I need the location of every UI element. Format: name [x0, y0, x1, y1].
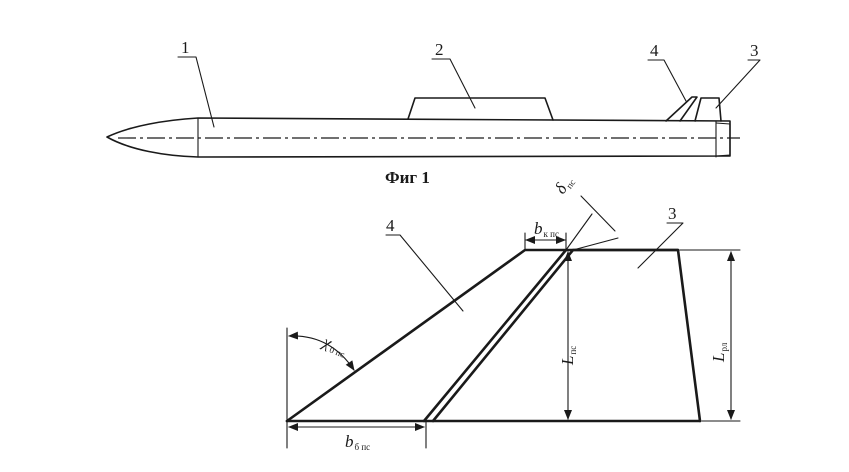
tail-strake-side — [665, 96, 698, 122]
figure-2-fin-planform: 4 3 χ0 пс δпс bк пс Lпс Lрл — [285, 172, 741, 452]
lpl-label: Lрл — [709, 342, 729, 363]
leader-1 — [177, 56, 215, 128]
delta-ext-2 — [572, 237, 619, 251]
callout-3: 3 — [668, 204, 677, 223]
tail-cap — [715, 122, 731, 157]
figure-caption: Фиг 1 — [385, 168, 430, 187]
bk-label: bк пс — [534, 219, 559, 239]
dorsal-fairing — [407, 97, 554, 121]
leader-fin — [637, 222, 684, 269]
delta-ext-1 — [565, 213, 593, 251]
chi-label: χ0 пс — [318, 331, 350, 359]
callout-3-top: 3 — [750, 41, 759, 60]
leader-3 — [715, 59, 761, 109]
fin-outline — [431, 248, 702, 423]
leader-4 — [647, 59, 687, 102]
leader-2 — [431, 58, 476, 109]
delta-label: δпс — [551, 172, 578, 198]
leader-strake — [385, 234, 464, 312]
callout-2: 2 — [435, 40, 444, 59]
tail-fin-side — [694, 97, 722, 122]
gap-line-inner — [423, 249, 567, 422]
bb-label: bб пс — [345, 432, 370, 452]
callout-4-top: 4 — [650, 41, 659, 60]
callout-1: 1 — [181, 38, 190, 57]
chi-angle-arc — [288, 331, 355, 371]
delta-dim-line — [580, 195, 616, 232]
figure-1-side-view: 1 2 4 3 Фиг 1 — [106, 38, 761, 187]
callout-4: 4 — [386, 216, 395, 235]
lpc-label: Lпс — [558, 346, 578, 366]
